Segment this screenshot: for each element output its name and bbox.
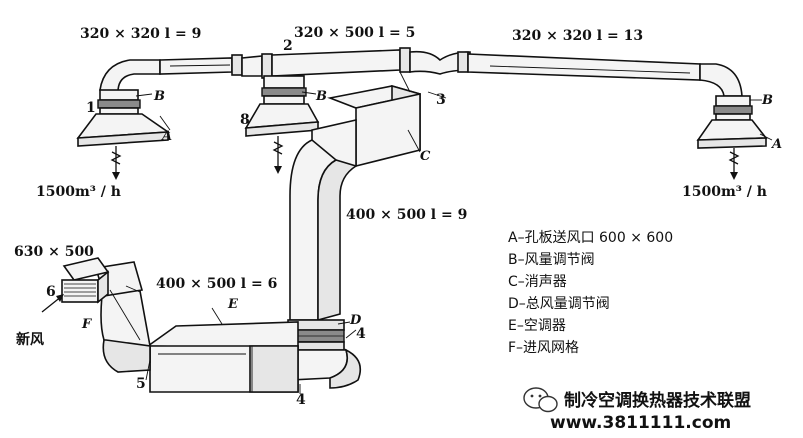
- point-4-lower: 4: [296, 392, 306, 408]
- outlet-left: [76, 89, 171, 180]
- dim-top-middle: 320 × 500 l = 5: [294, 25, 415, 41]
- dim-lower-duct: 400 × 500 l = 6: [156, 276, 277, 292]
- watermark: 制冷空调换热器技术联盟 www.3811111.com: [523, 387, 751, 433]
- point-3: 3: [436, 92, 446, 108]
- letter-a-left: A: [160, 129, 172, 144]
- legend-item-b: B–风量调节阀: [508, 252, 595, 268]
- dim-top-left: 320 × 320 l = 9: [80, 26, 201, 42]
- outlet-right: [696, 95, 768, 180]
- letter-b-left: B: [153, 89, 165, 104]
- flow-right: 1500m³ / h: [682, 184, 767, 200]
- letter-f: F: [81, 317, 92, 332]
- flow-left: 1500m³ / h: [36, 184, 121, 200]
- letter-d: D: [349, 313, 362, 328]
- leader-lines: [125, 91, 773, 394]
- top-duct-run: [99, 47, 743, 97]
- letter-a-right: A: [770, 137, 782, 152]
- letter-b-right: B: [761, 93, 773, 108]
- point-2: 2: [283, 38, 293, 54]
- legend-item-f: F–进风网格: [508, 340, 579, 356]
- watermark-url: www.3811111.com: [550, 413, 731, 433]
- watermark-brand: 制冷空调换热器技术联盟: [564, 390, 751, 411]
- air-handler-e: [145, 321, 299, 393]
- vertical-main-duct: [287, 139, 358, 351]
- silencer-c: [311, 71, 421, 175]
- fresh-air-inlet-f: [41, 257, 110, 313]
- fresh-air-label: 新风: [16, 331, 44, 348]
- legend-item-a: A–孔板送风口 600 × 600: [508, 230, 673, 246]
- legend-item-d: D–总风量调节阀: [508, 296, 610, 312]
- wechat-icon: [523, 387, 558, 413]
- point-4-upper: 4: [356, 326, 366, 342]
- bottom-elbow: [289, 348, 362, 389]
- letter-e: E: [227, 297, 239, 312]
- point-5: 5: [136, 376, 146, 392]
- dim-fresh-air: 630 × 500: [14, 244, 94, 260]
- point-1: 1: [86, 100, 96, 116]
- point-6: 6: [46, 284, 56, 300]
- letter-b-middle: B: [315, 89, 327, 104]
- legend: A–孔板送风口 600 × 600 B–风量调节阀 C–消声器 D–总风量调节阀…: [508, 230, 673, 356]
- outlet-middle: [244, 75, 320, 174]
- legend-item-e: E–空调器: [508, 318, 566, 334]
- point-8: 8: [240, 112, 250, 128]
- letter-c: C: [420, 149, 431, 164]
- dim-vertical-main: 400 × 500 l = 9: [346, 207, 467, 223]
- dim-top-right: 320 × 320 l = 13: [512, 28, 643, 44]
- legend-item-c: C–消声器: [508, 274, 567, 290]
